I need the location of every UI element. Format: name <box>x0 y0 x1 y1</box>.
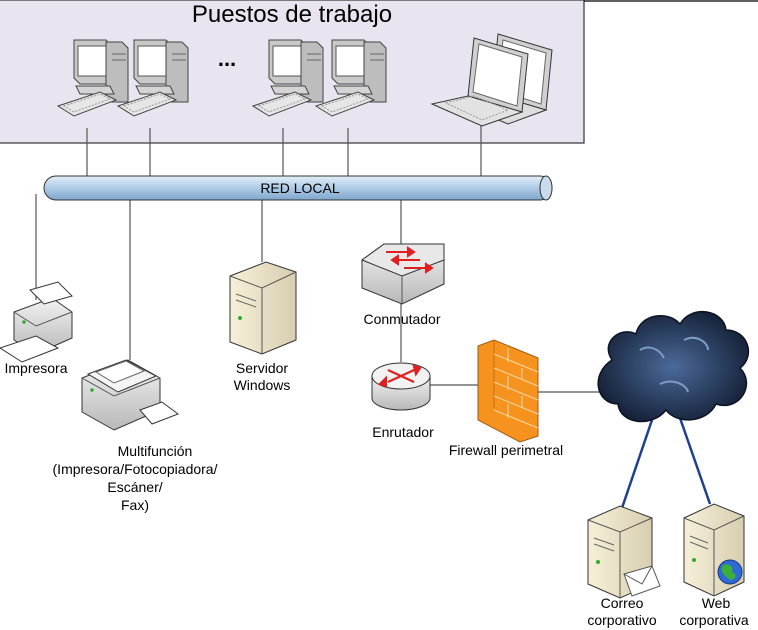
lan-bus <box>43 175 553 201</box>
firewall-icon <box>477 339 539 443</box>
web-server-icon <box>683 503 745 597</box>
mail-server-icon <box>587 505 661 599</box>
printer-label: Impresora <box>4 360 68 376</box>
workstations-title: Puestos de trabajo <box>191 1 393 28</box>
multifunction-printer-icon <box>81 359 180 431</box>
server-icon <box>229 261 297 355</box>
cloud-icon <box>597 310 750 423</box>
router-label: Enrutador <box>372 424 434 440</box>
ellipsis-label: ... <box>217 46 237 71</box>
printer-icon <box>0 281 73 363</box>
bus-label: RED LOCAL <box>260 180 340 196</box>
firewall-label: Firewall perimetral <box>448 442 564 458</box>
switch-icon <box>360 243 445 305</box>
switch-label: Conmutador <box>363 311 441 327</box>
router-icon <box>371 362 431 411</box>
laptop-icon <box>430 37 529 127</box>
